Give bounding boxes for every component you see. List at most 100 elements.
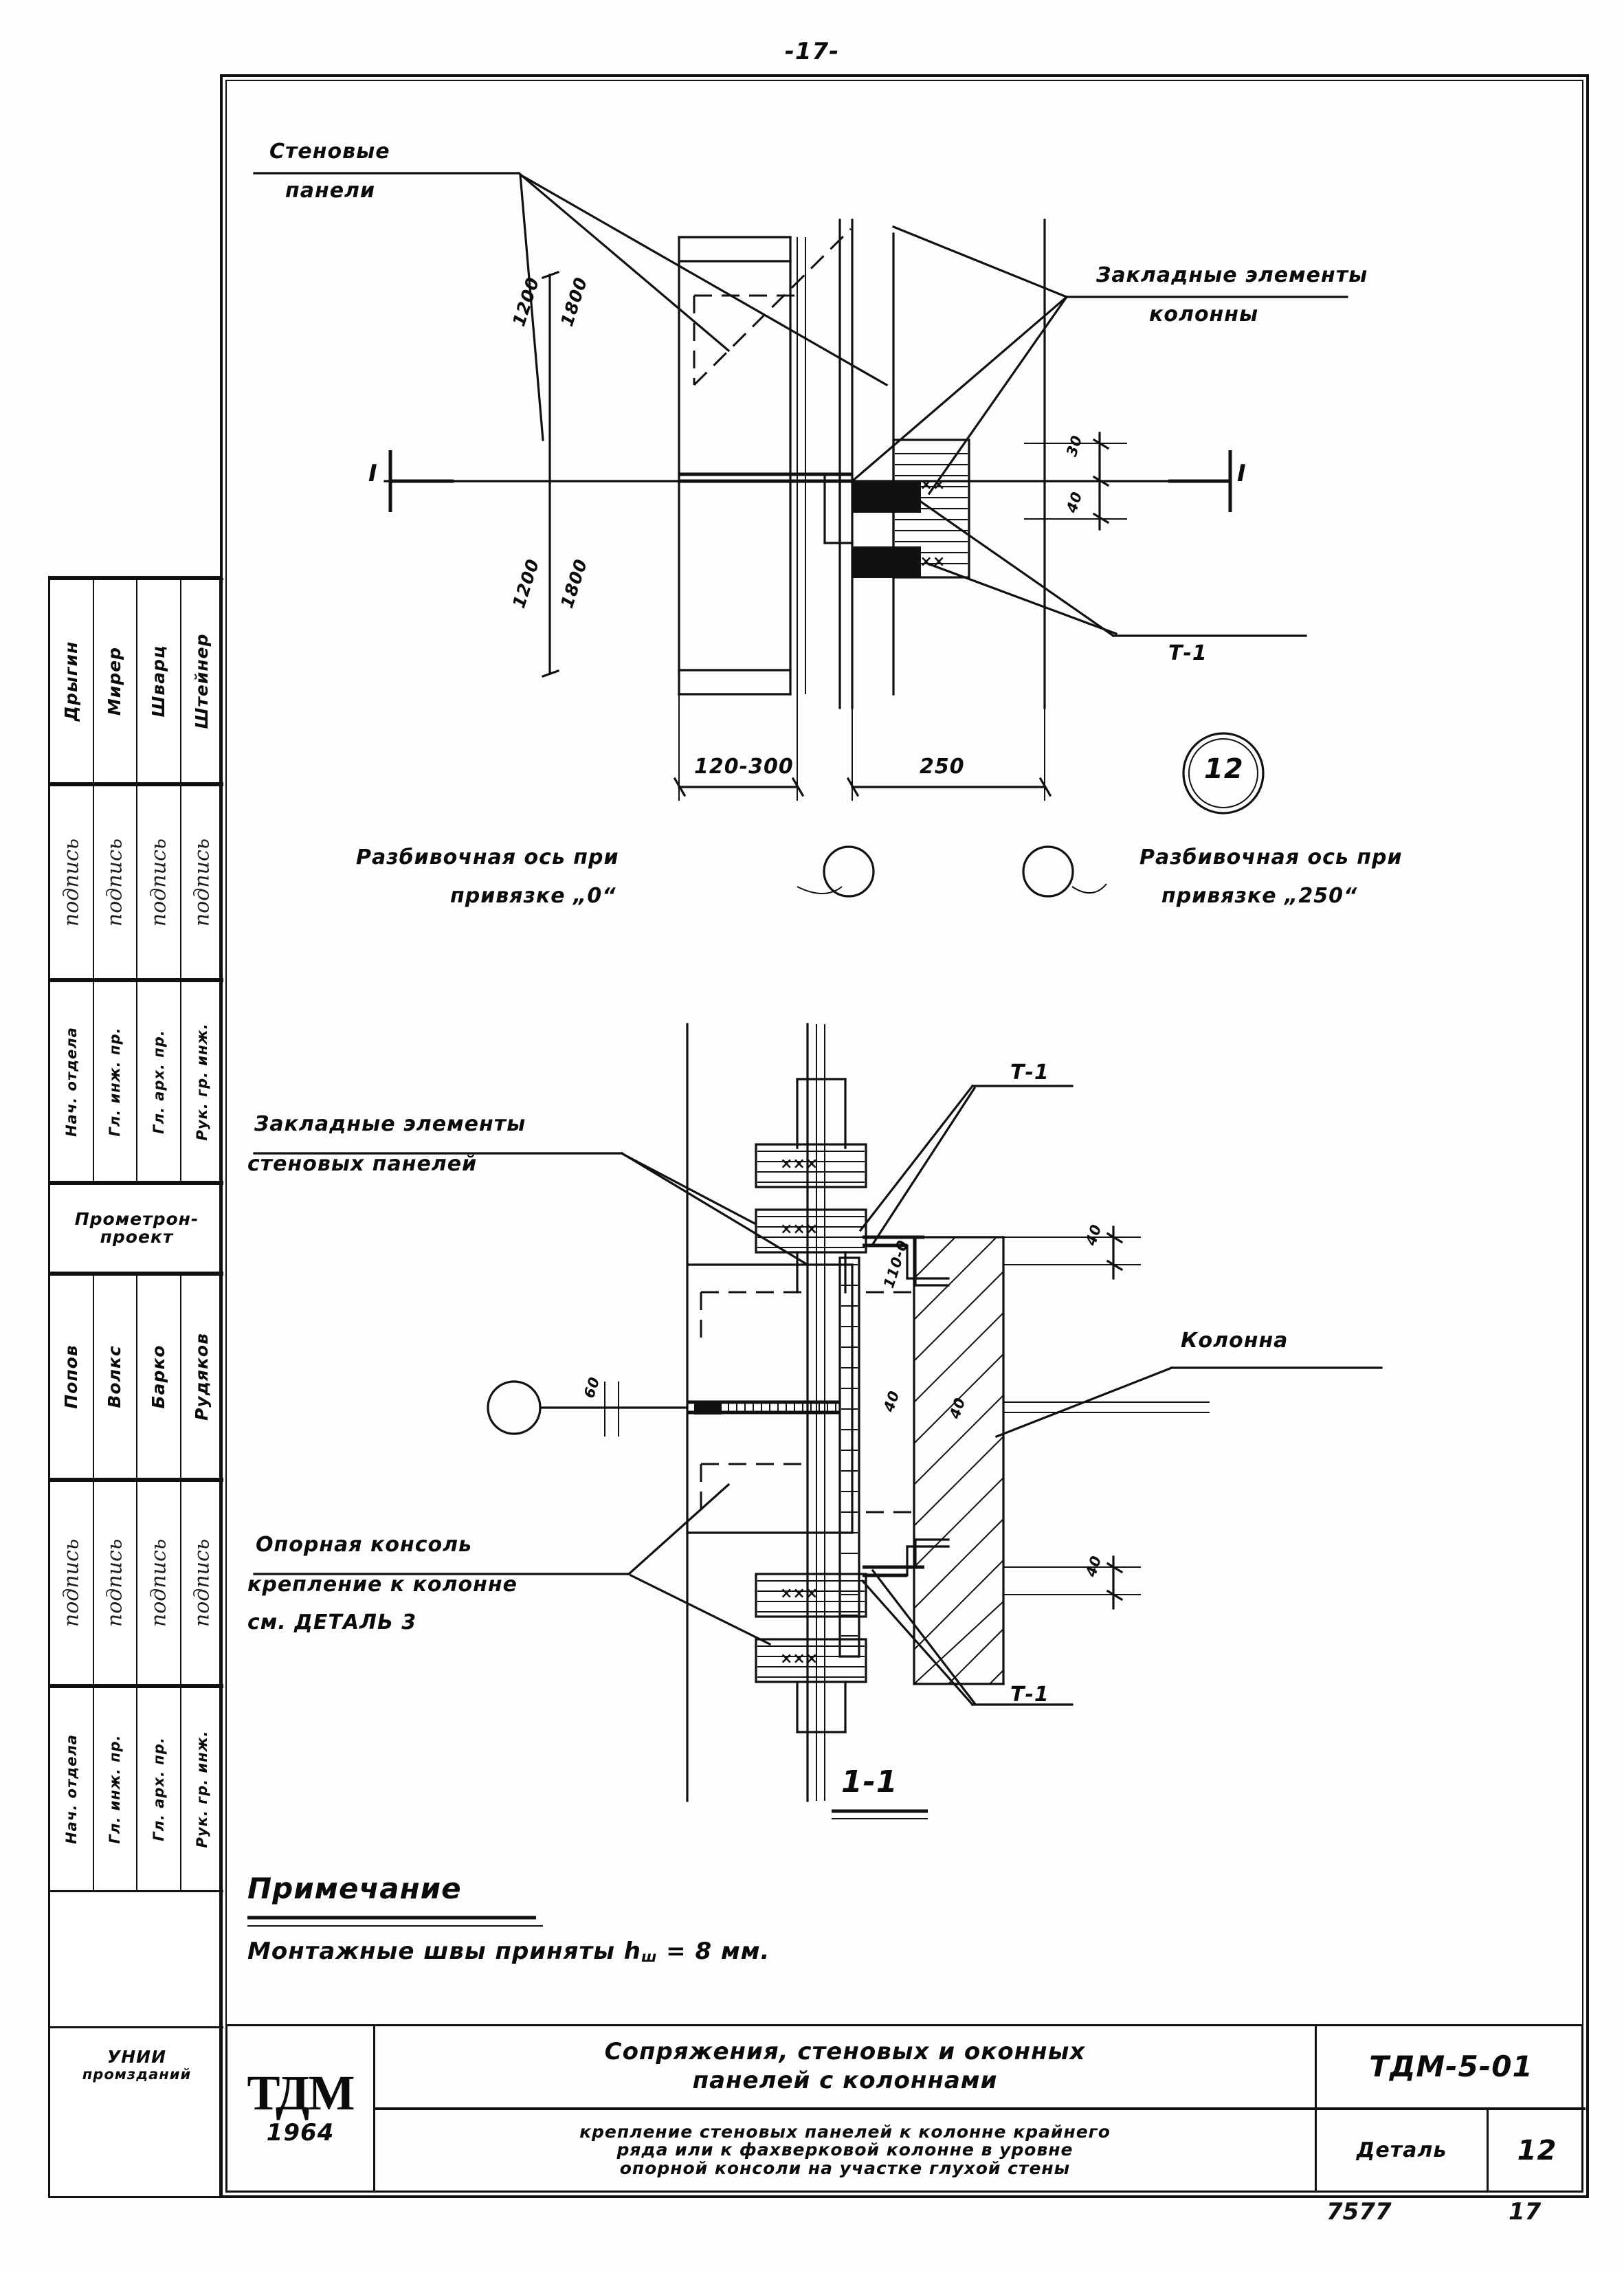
stamp-role-2: Гл. арх. пр. [150, 1029, 167, 1134]
axis-note-right-line1: Разбивочная ось при [1139, 845, 1403, 869]
stamp-lower-names-row: Попов Волкс Барко Рудяков [50, 1274, 223, 1480]
drawing-code: ТДМ-5-01 [1369, 2049, 1533, 2083]
approval-stamp-column: Дрыгин Мирер Шварц Штейнер подпись подпи… [48, 576, 223, 2198]
title-block-logo-cell: ТДМ 1964 [227, 2026, 375, 2191]
detail-label: Деталь [1356, 2138, 1447, 2162]
stamp-cell-lrole-0: Нач. отдела [50, 1688, 94, 1890]
stamp-cell-role-0: Нач. отдела [50, 982, 94, 1181]
axis-note-left-line2: привязке „0“ [450, 884, 616, 908]
stamp-name-3: Штейнер [192, 633, 212, 729]
detail-number: 12 [1517, 2134, 1557, 2166]
signature-3: подпись [190, 838, 214, 927]
stamp-cell-role-2: Гл. арх. пр. [137, 982, 181, 1181]
label-bracket-line1: Опорная консоль [256, 1533, 473, 1557]
label-t1-section-top: Т-1 [1010, 1061, 1049, 1085]
title-block-code-cell: ТДМ-5-01 [1317, 2026, 1586, 2110]
page-number: -17- [784, 38, 840, 65]
note-heading: Примечание [247, 1872, 462, 1905]
subtitle-line1: крепление стеновых панелей к колонне кра… [579, 2122, 1111, 2142]
note-subscript: ш [641, 1949, 658, 1966]
logo-tdm: ТДМ [247, 2065, 355, 2121]
stamp-upper-names-row: Дрыгин Мирер Шварц Штейнер [50, 578, 223, 784]
institute-line2: промзданий [82, 2065, 192, 2083]
stamp-lower-name-1: Волкс [104, 1345, 125, 1408]
label-column: Колонна [1181, 1329, 1289, 1353]
section-mark-right: I [1237, 460, 1247, 487]
title-line1: Сопряжения, стеновых и оконных [604, 2038, 1086, 2066]
stamp-cell-lrole-1: Гл. инж. пр. [94, 1688, 137, 1890]
sheet-frame-outer [220, 74, 1589, 2198]
stamp-institute: УНИИ промзданий [50, 2026, 223, 2102]
title-block-detail-number-cell: 12 [1489, 2110, 1586, 2191]
stamp-lower-role-1: Гл. инж. пр. [107, 1734, 124, 1844]
stamp-cell-lname-2: Барко [137, 1276, 181, 1478]
label-embedded-column-line2: колонны [1149, 302, 1259, 326]
stamp-role-3: Рук. гр. инж. [194, 1022, 211, 1141]
institute-line1: УНИИ [107, 2047, 167, 2067]
stamp-cell-role-3: Рук. гр. инж. [181, 982, 224, 1181]
stamp-cell-lname-0: Попов [50, 1276, 94, 1478]
stamp-name-0: Дрыгин [60, 641, 81, 722]
stamp-cell-lname-1: Волкс [94, 1276, 137, 1478]
stamp-cell-lsig-0: подпись [50, 1482, 94, 1684]
stamp-cell-lsig-1: подпись [94, 1482, 137, 1684]
stamp-cell-lname-3: Рудяков [181, 1276, 224, 1478]
stamp-lower-roles-row: Нач. отдела Гл. инж. пр. Гл. арх. пр. Ру… [50, 1686, 223, 1892]
signature-0: подпись [59, 838, 84, 927]
stamp-lower-name-2: Барко [148, 1344, 168, 1409]
subtitle-line3: опорной консоли на участке глухой стены [619, 2158, 1071, 2178]
stamp-cell-sig-3: подпись [181, 786, 224, 978]
stamp-upper-roles-row: Нач. отдела Гл. инж. пр. Гл. арх. пр. Ру… [50, 980, 223, 1183]
stamp-name-2: Шварц [148, 645, 168, 718]
title-block: ТДМ 1964 Сопряжения, стеновых и оконных … [225, 2024, 1586, 2193]
label-bracket-line2: крепление к колонне [247, 1573, 518, 1597]
stamp-cell-lsig-3: подпись [181, 1482, 224, 1684]
label-wall-panels-line2: панели [285, 179, 376, 203]
stamp-lower-name-0: Попов [60, 1344, 81, 1409]
stamp-cell-sig-2: подпись [137, 786, 181, 978]
axis-note-left-line1: Разбивочная ось при [356, 845, 619, 869]
title-block-subtitle-cell: крепление стеновых панелей к колонне кра… [375, 2110, 1317, 2191]
stamp-lower-name-3: Рудяков [192, 1333, 212, 1421]
signature-4: подпись [59, 1538, 84, 1628]
stamp-upper-signature-row: подпись подпись подпись подпись [50, 784, 223, 980]
stamp-role-0: Нач. отдела [63, 1026, 80, 1137]
stamp-cell-lsig-2: подпись [137, 1482, 181, 1684]
dim-horizontal-right: 250 [920, 755, 965, 779]
axis-note-right-line2: привязке „250“ [1161, 884, 1358, 908]
stamp-cell-lrole-3: Рук. гр. инж. [181, 1688, 224, 1890]
detail-marker-12: 12 [1204, 753, 1244, 785]
dim-horizontal-left: 120-300 [694, 755, 794, 779]
label-wall-panels-line1: Стеновые [269, 140, 390, 164]
signature-7: подпись [190, 1538, 214, 1628]
note-text2: = 8 мм. [657, 1938, 770, 1965]
signature-5: подпись [102, 1538, 127, 1628]
label-t1-top: Т-1 [1168, 641, 1208, 665]
stamp-cell-name-1: Мирер [94, 580, 137, 782]
sheet-bottom-number: 7577 [1326, 2198, 1392, 2226]
signature-6: подпись [146, 1538, 171, 1628]
title-line2: панелей с колоннами [692, 2067, 998, 2094]
stamp-lower-signature-row: подпись подпись подпись подпись [50, 1480, 223, 1686]
organisation-line2: проект [100, 1227, 174, 1247]
signature-1: подпись [102, 838, 127, 927]
section-title-1-1: 1-1 [841, 1764, 898, 1799]
logo-year: 1964 [266, 2119, 335, 2147]
stamp-cell-sig-1: подпись [94, 786, 137, 978]
label-embedded-panels-line2: стеновых панелей [247, 1152, 478, 1176]
stamp-cell-sig-0: подпись [50, 786, 94, 978]
label-embedded-panels-line1: Закладные элементы [254, 1112, 526, 1136]
label-bracket-line3: см. ДЕТАЛЬ 3 [247, 1610, 417, 1634]
stamp-lower-role-0: Нач. отдела [63, 1734, 80, 1844]
stamp-lower-role-3: Рук. гр. инж. [194, 1730, 211, 1848]
signature-2: подпись [146, 838, 171, 927]
stamp-cell-name-3: Штейнер [181, 580, 224, 782]
label-embedded-column-line1: Закладные элементы [1096, 263, 1368, 287]
title-block-detail-label-cell: Деталь [1317, 2110, 1489, 2191]
title-block-title-cell: Сопряжения, стеновых и оконных панелей с… [375, 2026, 1317, 2110]
label-t1-section-bottom: Т-1 [1010, 1683, 1049, 1707]
sheet-page-number-bottom: 17 [1509, 2198, 1542, 2226]
subtitle-line2: ряда или к фахверковой колонне в уровне [616, 2140, 1074, 2160]
stamp-name-1: Мирер [104, 646, 125, 716]
